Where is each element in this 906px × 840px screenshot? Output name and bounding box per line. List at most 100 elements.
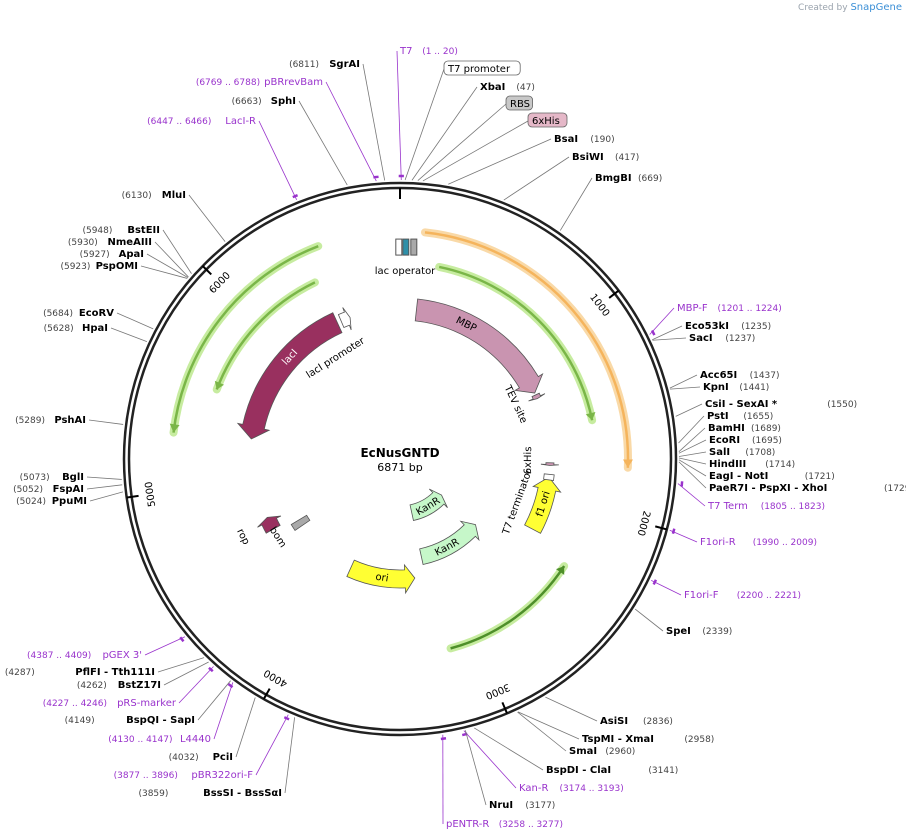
primer-label[interactable]: T7(1 .. 20) [399,46,458,57]
leader-line [678,415,705,444]
primer-label[interactable]: pENTR-R(3258 .. 3277) [446,819,563,830]
label-name: PspOMI [96,261,138,272]
site-label[interactable]: T7 promoter [443,60,521,76]
lacI-orf-arrowhead [169,423,180,433]
label-position: (3141) [648,766,678,776]
primer-label[interactable]: T7 Term(1805 .. 1823) [707,501,825,512]
site-label[interactable]: PaeR7I - PspXI - XhoI(1729) [709,483,906,494]
label-name: F1ori-R [700,537,736,548]
site-label[interactable]: EcoRI(1695) [709,435,782,446]
site-label[interactable]: HindIII(1714) [709,459,795,470]
primer-mark [179,636,185,643]
label-name: PaeR7I - PspXI - XhoI [709,483,827,494]
site-label[interactable]: SphI(6663) [232,96,296,107]
primer-label[interactable]: LacI-R(6447 .. 6466) [147,116,256,127]
site-label[interactable]: SmaI(2960) [569,746,635,757]
feature-tev-site[interactable] [528,392,546,402]
primer-label[interactable]: Kan-R(3174 .. 3193) [519,783,624,794]
feature-ori[interactable] [346,559,416,595]
site-label[interactable]: BstZ17I(4262) [77,680,161,691]
primer-mark [283,716,290,721]
primer-label[interactable]: pGEX 3'(4387 .. 4409) [27,650,142,661]
feature-kanr[interactable] [409,488,448,522]
site-label[interactable]: NmeAIII(5930) [68,237,152,248]
site-label[interactable]: BstEII(5948) [82,225,160,236]
site-label[interactable]: PspOMI(5923) [60,261,138,272]
lacI-orf-arc [172,244,319,433]
label-position: (3177) [525,801,555,811]
site-label[interactable]: BsaI(190) [554,134,615,145]
leader-line [325,81,377,182]
label-name: SacI [689,333,713,344]
label-name: pENTR-R [446,819,489,830]
leader-line [517,711,580,740]
site-label[interactable]: SalI(1708) [709,447,775,458]
feature-mbp[interactable] [414,298,544,394]
label-name: SalI [709,447,730,458]
kan-orf-arc [450,565,566,650]
site-label[interactable]: CsiI - SexAI *(1550) [705,399,857,410]
credit-prefix: Created by [798,3,848,13]
label-name: HindIII [709,459,746,470]
primer-label[interactable]: F1ori-R (1990 .. 2009) [700,537,817,548]
feature-t7-terminator[interactable] [543,473,555,481]
site-label[interactable]: EagI - NotI(1721) [709,471,835,482]
primer-label[interactable]: F1ori-F(2200 .. 2221) [684,590,801,601]
leader-line [675,403,703,417]
site-label[interactable]: AsiSI(2836) [600,716,673,727]
site-label[interactable]: PpuMI(5024) [16,496,87,507]
site-label[interactable]: NruI(3177) [489,800,555,811]
site-label[interactable]: BspQI - SapI(4149) [65,715,195,726]
site-label[interactable]: Eco53kI(1235) [685,321,771,332]
site-label[interactable]: BmgBI(669) [595,173,662,184]
site-label[interactable]: SgrAI(6811) [289,59,360,70]
label-position: (5073) [20,473,50,483]
feature-kanr[interactable] [419,520,480,565]
site-label[interactable]: PflFI - Tth111I(4287) [5,667,155,678]
site-label[interactable]: PciI(4032) [169,752,233,763]
label-name: CsiI - SexAI * [705,399,778,410]
primer-label[interactable]: MBP-F(1201 .. 1224) [677,303,782,314]
site-label[interactable]: SpeI(2339) [666,626,732,637]
site-label[interactable]: ApaI(5927) [80,249,144,260]
label-name: LacI-R [225,116,256,127]
site-label[interactable]: 6xHis [527,112,568,128]
primer-label[interactable]: pBRrevBam(6769 .. 6788) [196,77,323,88]
label-position: (1721) [805,472,835,482]
primer-label[interactable]: pBR322ori-F(3877 .. 3896) [114,770,254,781]
tick-mark [126,494,139,499]
site-label[interactable]: FspAI(5052) [13,484,84,495]
site-label[interactable]: PstI(1655) [707,411,773,422]
site-label[interactable]: MluI(6130) [122,190,186,201]
feature-bom[interactable] [290,514,311,531]
site-label[interactable]: RBS [505,95,534,111]
tick-label: 5000 [144,481,158,508]
site-label[interactable]: BamHI(1689) [708,423,781,434]
site-label[interactable]: XbaI(47) [480,82,535,93]
site-label[interactable]: BssSI - BssSαI(3859) [138,788,282,799]
site-label[interactable]: SacI(1237) [689,333,755,344]
label-position: (1990 .. 2009) [753,538,817,548]
label-name: PshAI [54,415,86,426]
label-position: (4149) [65,716,95,726]
site-label[interactable]: EcoRV(5684) [43,308,114,319]
site-label[interactable]: BspDI - ClaI(3141) [546,765,678,776]
feature-f1-ori[interactable] [524,476,562,534]
site-label[interactable]: TspMI - XmaI(2958) [582,734,714,745]
site-label[interactable]: BsiWI(417) [572,152,639,163]
site-label[interactable]: Acc65I(1437) [700,370,780,381]
site-label[interactable]: PshAI(5289) [15,415,86,426]
site-label[interactable]: KpnI(1441) [703,382,769,393]
leader-line [545,696,598,722]
label-position: (4387 .. 4409) [27,651,91,661]
feature-6xhis[interactable] [540,462,559,466]
feature-laci-promoter[interactable] [337,307,352,331]
primer-label[interactable]: L4440(4130 .. 4147) [108,734,211,745]
feature-laci[interactable] [236,312,343,440]
site-label[interactable]: BglI(5073) [20,472,84,483]
primer-label[interactable]: pRS-marker(4227 .. 4246) [43,698,177,709]
feature-label: ori [375,572,390,585]
feature-rop[interactable] [257,515,282,534]
site-label[interactable]: HpaI(5628) [44,323,108,334]
primer-mark [652,579,658,585]
